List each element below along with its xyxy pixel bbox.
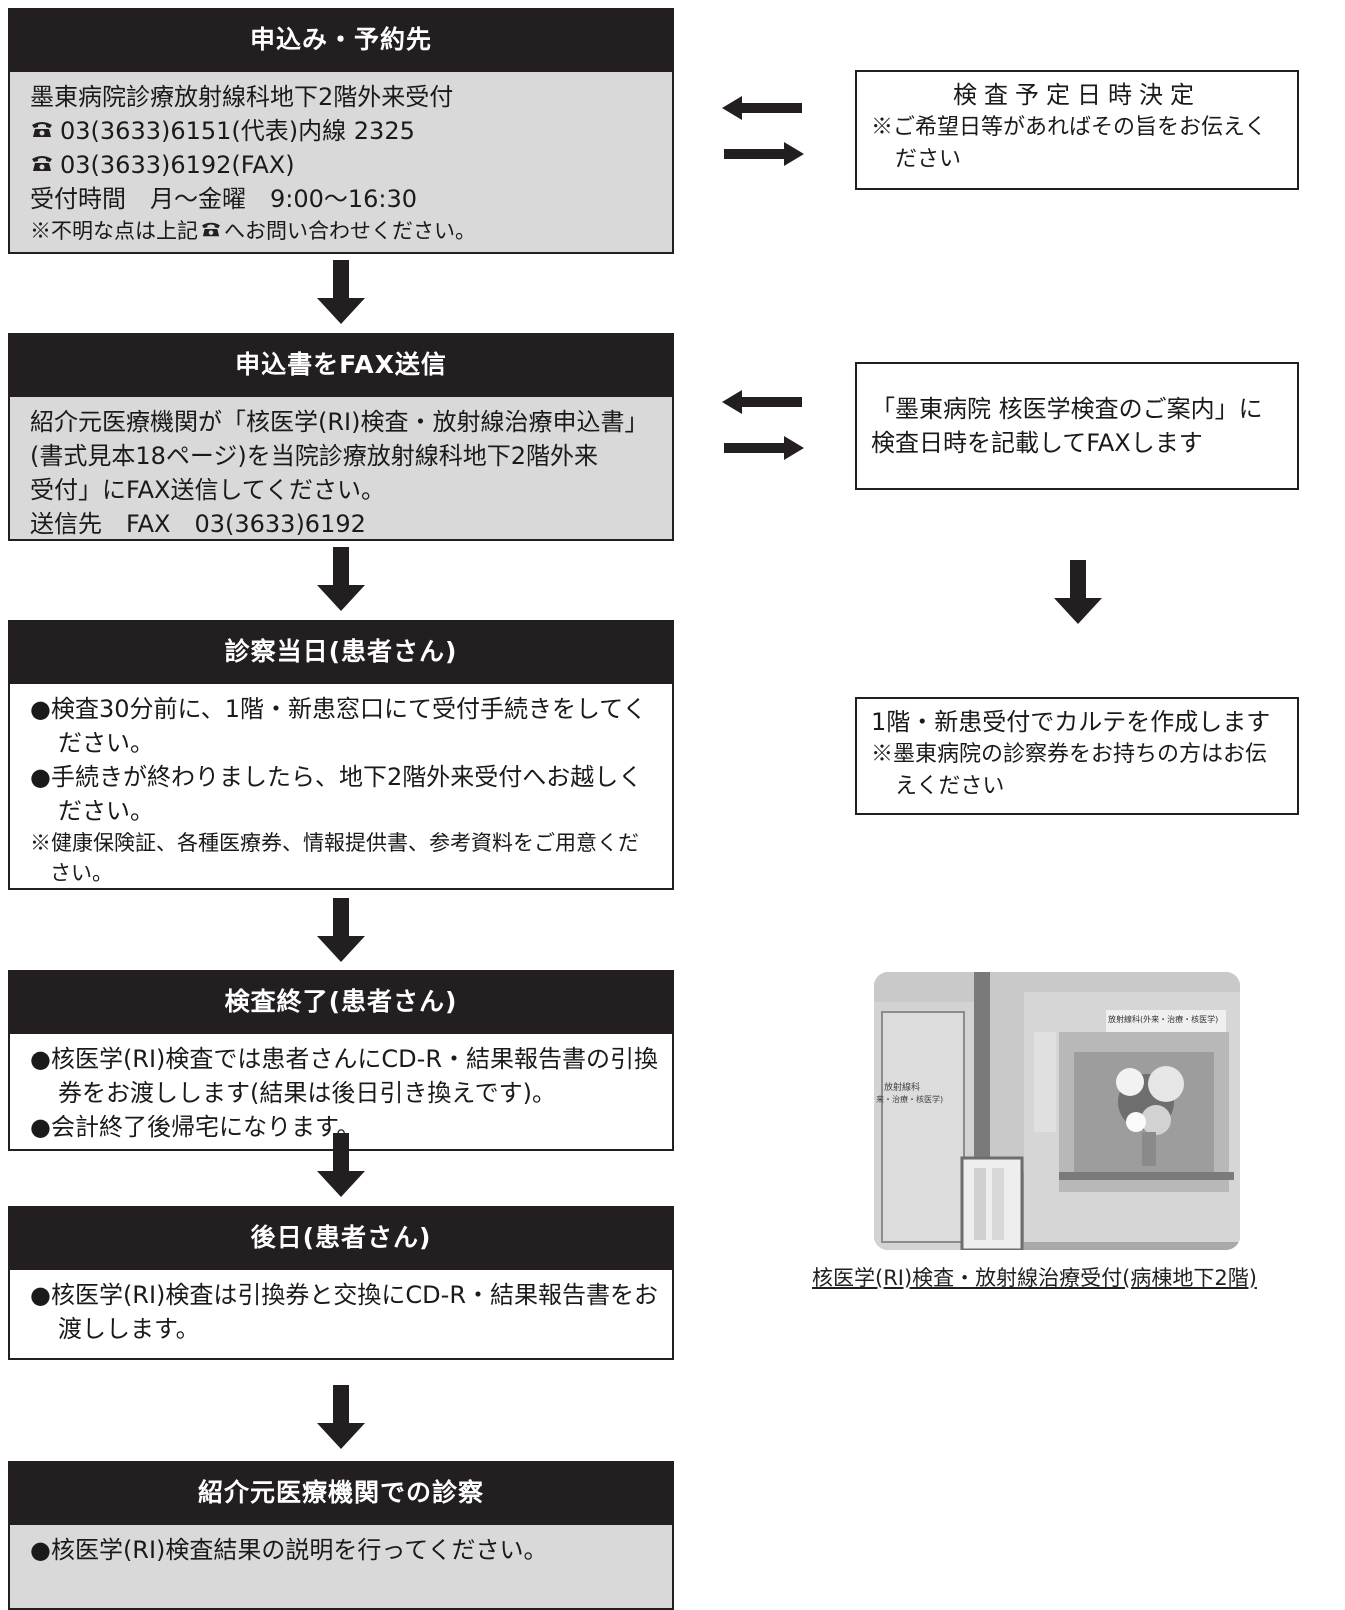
step-application: 申込み・予約先 墨東病院診療放射線科地下2階外来受付 03(3633)6151(… [8, 8, 674, 254]
down-arrow-icon [317, 898, 365, 962]
reception-photo: 放射線科(外来・治療・核医学) 放射線科 来・治療・核医学) [874, 972, 1240, 1250]
bullet-item: ●核医学(RI)検査では患者さんにCD-R・結果報告書の引換券をお渡しします(結… [30, 1045, 658, 1107]
left-right-arrows-icon [722, 96, 804, 166]
fax-reply-line: 検査日時を記載してFAXします [871, 429, 1203, 457]
fax-reply-box: 「墨東病院 核医学検査のご案内」に 検査日時を記載してFAXします [855, 362, 1299, 490]
down-arrow-icon [1054, 560, 1102, 624]
step-body: ●核医学(RI)検査は引換券と交換にCD-R・結果報告書をお渡しします。 [8, 1270, 674, 1360]
fax-instruction-line: 紹介元医療機関が「核医学(RI)検査・放射線治療申込書」 [30, 408, 649, 436]
step-body: ●核医学(RI)検査では患者さんにCD-R・結果報告書の引換券をお渡しします(結… [8, 1034, 674, 1151]
telephone-icon [30, 114, 54, 148]
step-title: 検査終了(患者さん) [8, 970, 674, 1034]
step-body: 紹介元医療機関が「核医学(RI)検査・放射線治療申込書」 (書式見本18ページ)… [8, 397, 674, 541]
bullet-item: ●会計終了後帰宅になります。 [30, 1113, 361, 1141]
step-fax-application: 申込書をFAX送信 紹介元医療機関が「核医学(RI)検査・放射線治療申込書」 (… [8, 333, 674, 541]
photo-sign-left: 来・治療・核医学) [876, 1095, 944, 1104]
step-later-day: 後日(患者さん) ●核医学(RI)検査は引換券と交換にCD-R・結果報告書をお渡… [8, 1206, 674, 1360]
schedule-note: ※ご希望日等があればその旨をお伝えください [871, 115, 1267, 172]
documents-note: ※健康保険証、各種医療券、情報提供書、参考資料をご用意ください。 [30, 831, 639, 885]
hospital-dept-line: 墨東病院診療放射線科地下2階外来受付 [30, 83, 454, 111]
step-title: 紹介元医療機関での診察 [8, 1461, 674, 1525]
phone-fax-line: 03(3633)6192(FAX) [30, 148, 658, 182]
left-right-arrows-icon [722, 390, 804, 460]
photo-caption: 核医学(RI)検査・放射線治療受付(病棟地下2階) [812, 1266, 1257, 1290]
down-arrow-icon [317, 260, 365, 324]
chart-creation-box: 1階・新患受付でカルテを作成します ※墨東病院の診察券をお持ちの方はお伝えくださ… [855, 697, 1299, 815]
bullet-item: ●核医学(RI)検査は引換券と交換にCD-R・結果報告書をお渡しします。 [30, 1281, 658, 1343]
bullet-item: ●核医学(RI)検査結果の説明を行ってください。 [30, 1536, 548, 1564]
fax-instruction-line: (書式見本18ページ)を当院診療放射線科地下2階外来 [30, 442, 599, 470]
bullet-item: ●手続きが終わりましたら、地下2階外来受付へお越しください。 [30, 763, 643, 825]
down-arrow-icon [317, 547, 365, 611]
fax-instruction-line: 受付」にFAX送信してください。 [30, 476, 386, 504]
step-exam-end: 検査終了(患者さん) ●核医学(RI)検査では患者さんにCD-R・結果報告書の引… [8, 970, 674, 1151]
step-body: ●検査30分前に、1階・新患窓口にて受付手続きをしてください。 ●手続きが終わり… [8, 684, 674, 890]
photo-sign-left: 放射線科 [884, 1083, 921, 1093]
phone-main-text: 03(3633)6151(代表)内線 2325 [60, 117, 415, 145]
schedule-title: 検査予定日時決定 [953, 81, 1201, 109]
schedule-decision-box: 検査予定日時決定 ※ご希望日等があればその旨をお伝えください [855, 70, 1299, 190]
step-title: 申込書をFAX送信 [8, 333, 674, 397]
telephone-icon [200, 216, 222, 246]
down-arrow-icon [317, 1385, 365, 1449]
telephone-icon [30, 148, 54, 182]
phone-fax-text: 03(3633)6192(FAX) [60, 151, 295, 179]
inquiry-note: ※不明な点は上記へお問い合わせください。 [30, 216, 658, 246]
step-title: 申込み・予約先 [8, 8, 674, 72]
phone-main-line: 03(3633)6151(代表)内線 2325 [30, 114, 658, 148]
chart-title: 1階・新患受付でカルテを作成します [871, 708, 1271, 736]
fax-destination-line: 送信先 FAX 03(3633)6192 [30, 510, 366, 538]
fax-reply-line: 「墨東病院 核医学検査のご案内」に [871, 395, 1263, 423]
hours-line: 受付時間 月～金曜 9:00～16:30 [30, 185, 418, 213]
step-referring-clinic: 紹介元医療機関での診察 ●核医学(RI)検査結果の説明を行ってください。 [8, 1461, 674, 1610]
chart-note: ※墨東病院の診察券をお持ちの方はお伝えください [871, 742, 1268, 799]
step-title: 診察当日(患者さん) [8, 620, 674, 684]
photo-sign-main: 放射線科(外来・治療・核医学) [1108, 1015, 1219, 1024]
step-exam-day: 診察当日(患者さん) ●検査30分前に、1階・新患窓口にて受付手続きをしてくださ… [8, 620, 674, 890]
step-title: 後日(患者さん) [8, 1206, 674, 1270]
step-body: ●核医学(RI)検査結果の説明を行ってください。 [8, 1525, 674, 1610]
down-arrow-icon [317, 1133, 365, 1197]
bullet-item: ●検査30分前に、1階・新患窓口にて受付手続きをしてください。 [30, 695, 647, 757]
step-body: 墨東病院診療放射線科地下2階外来受付 03(3633)6151(代表)内線 23… [8, 72, 674, 254]
